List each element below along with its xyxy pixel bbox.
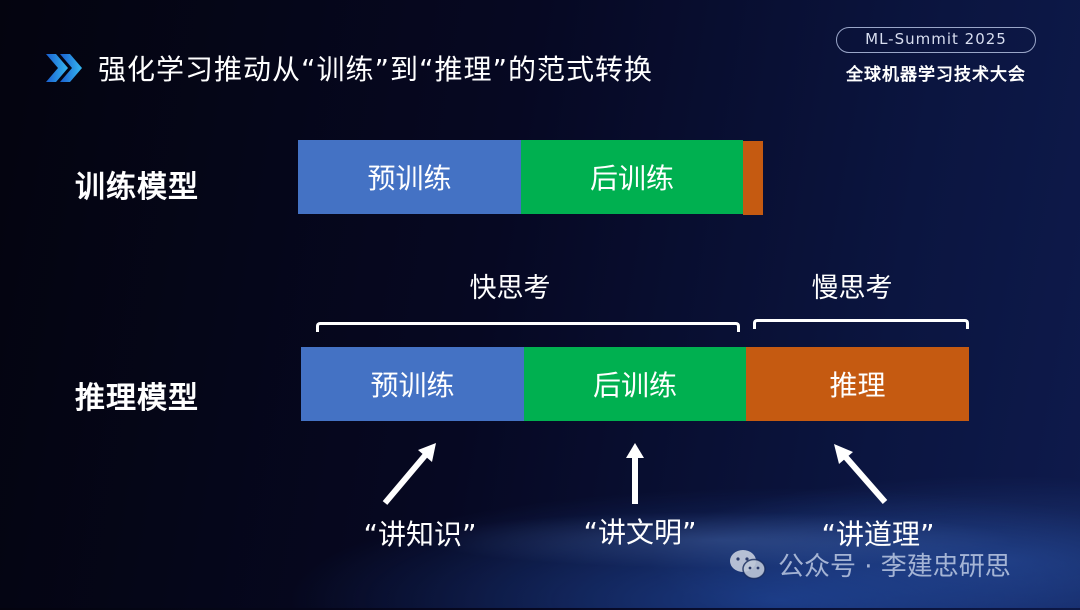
segment-label: 预训练 [370, 369, 455, 402]
segment-inference-small [743, 141, 763, 215]
annotation-reasoning: “讲道理” [821, 518, 935, 551]
slow-thinking-label: 慢思考 [811, 273, 893, 304]
arrow-up-right-icon [382, 443, 436, 505]
annotation-knowledge: “讲知识” [363, 518, 477, 551]
segment-pretraining: 预训练 [301, 347, 524, 421]
event-badge: ML-Summit 2025 [836, 27, 1036, 53]
segment-posttraining: 后训练 [521, 140, 743, 214]
wechat-icon [730, 549, 766, 579]
background-wave [300, 470, 1080, 610]
arrow-up-left-icon [834, 444, 888, 504]
double-chevron-icon [46, 54, 82, 82]
arrow-up-icon [626, 443, 644, 504]
watermark: 公众号 · 李建忠研思 [728, 546, 1011, 583]
annotation-civility: “讲文明” [583, 516, 697, 549]
fast-thinking-bracket [316, 322, 740, 332]
watermark-text: 公众号 · 李建忠研思 [778, 552, 1011, 582]
segment-label: 后训练 [592, 369, 677, 402]
fast-thinking-label: 快思考 [469, 273, 551, 304]
segment-label: 推理 [829, 369, 886, 402]
segment-posttraining: 后训练 [524, 347, 746, 421]
segment-label: 后训练 [589, 162, 674, 195]
row-label-training-model: 训练模型 [75, 170, 199, 205]
page-title: 强化学习推动从“训练”到“推理”的范式转换 [98, 53, 654, 86]
title-row: 强化学习推动从“训练”到“推理”的范式转换 [44, 48, 653, 88]
segment-pretraining: 预训练 [298, 140, 521, 214]
segment-label: 预训练 [367, 162, 452, 195]
slow-thinking-bracket [753, 319, 969, 329]
segment-inference: 推理 [746, 347, 969, 421]
row-label-reasoning-model: 推理模型 [75, 381, 199, 416]
event-name: 全球机器学习技术大会 [846, 65, 1026, 85]
